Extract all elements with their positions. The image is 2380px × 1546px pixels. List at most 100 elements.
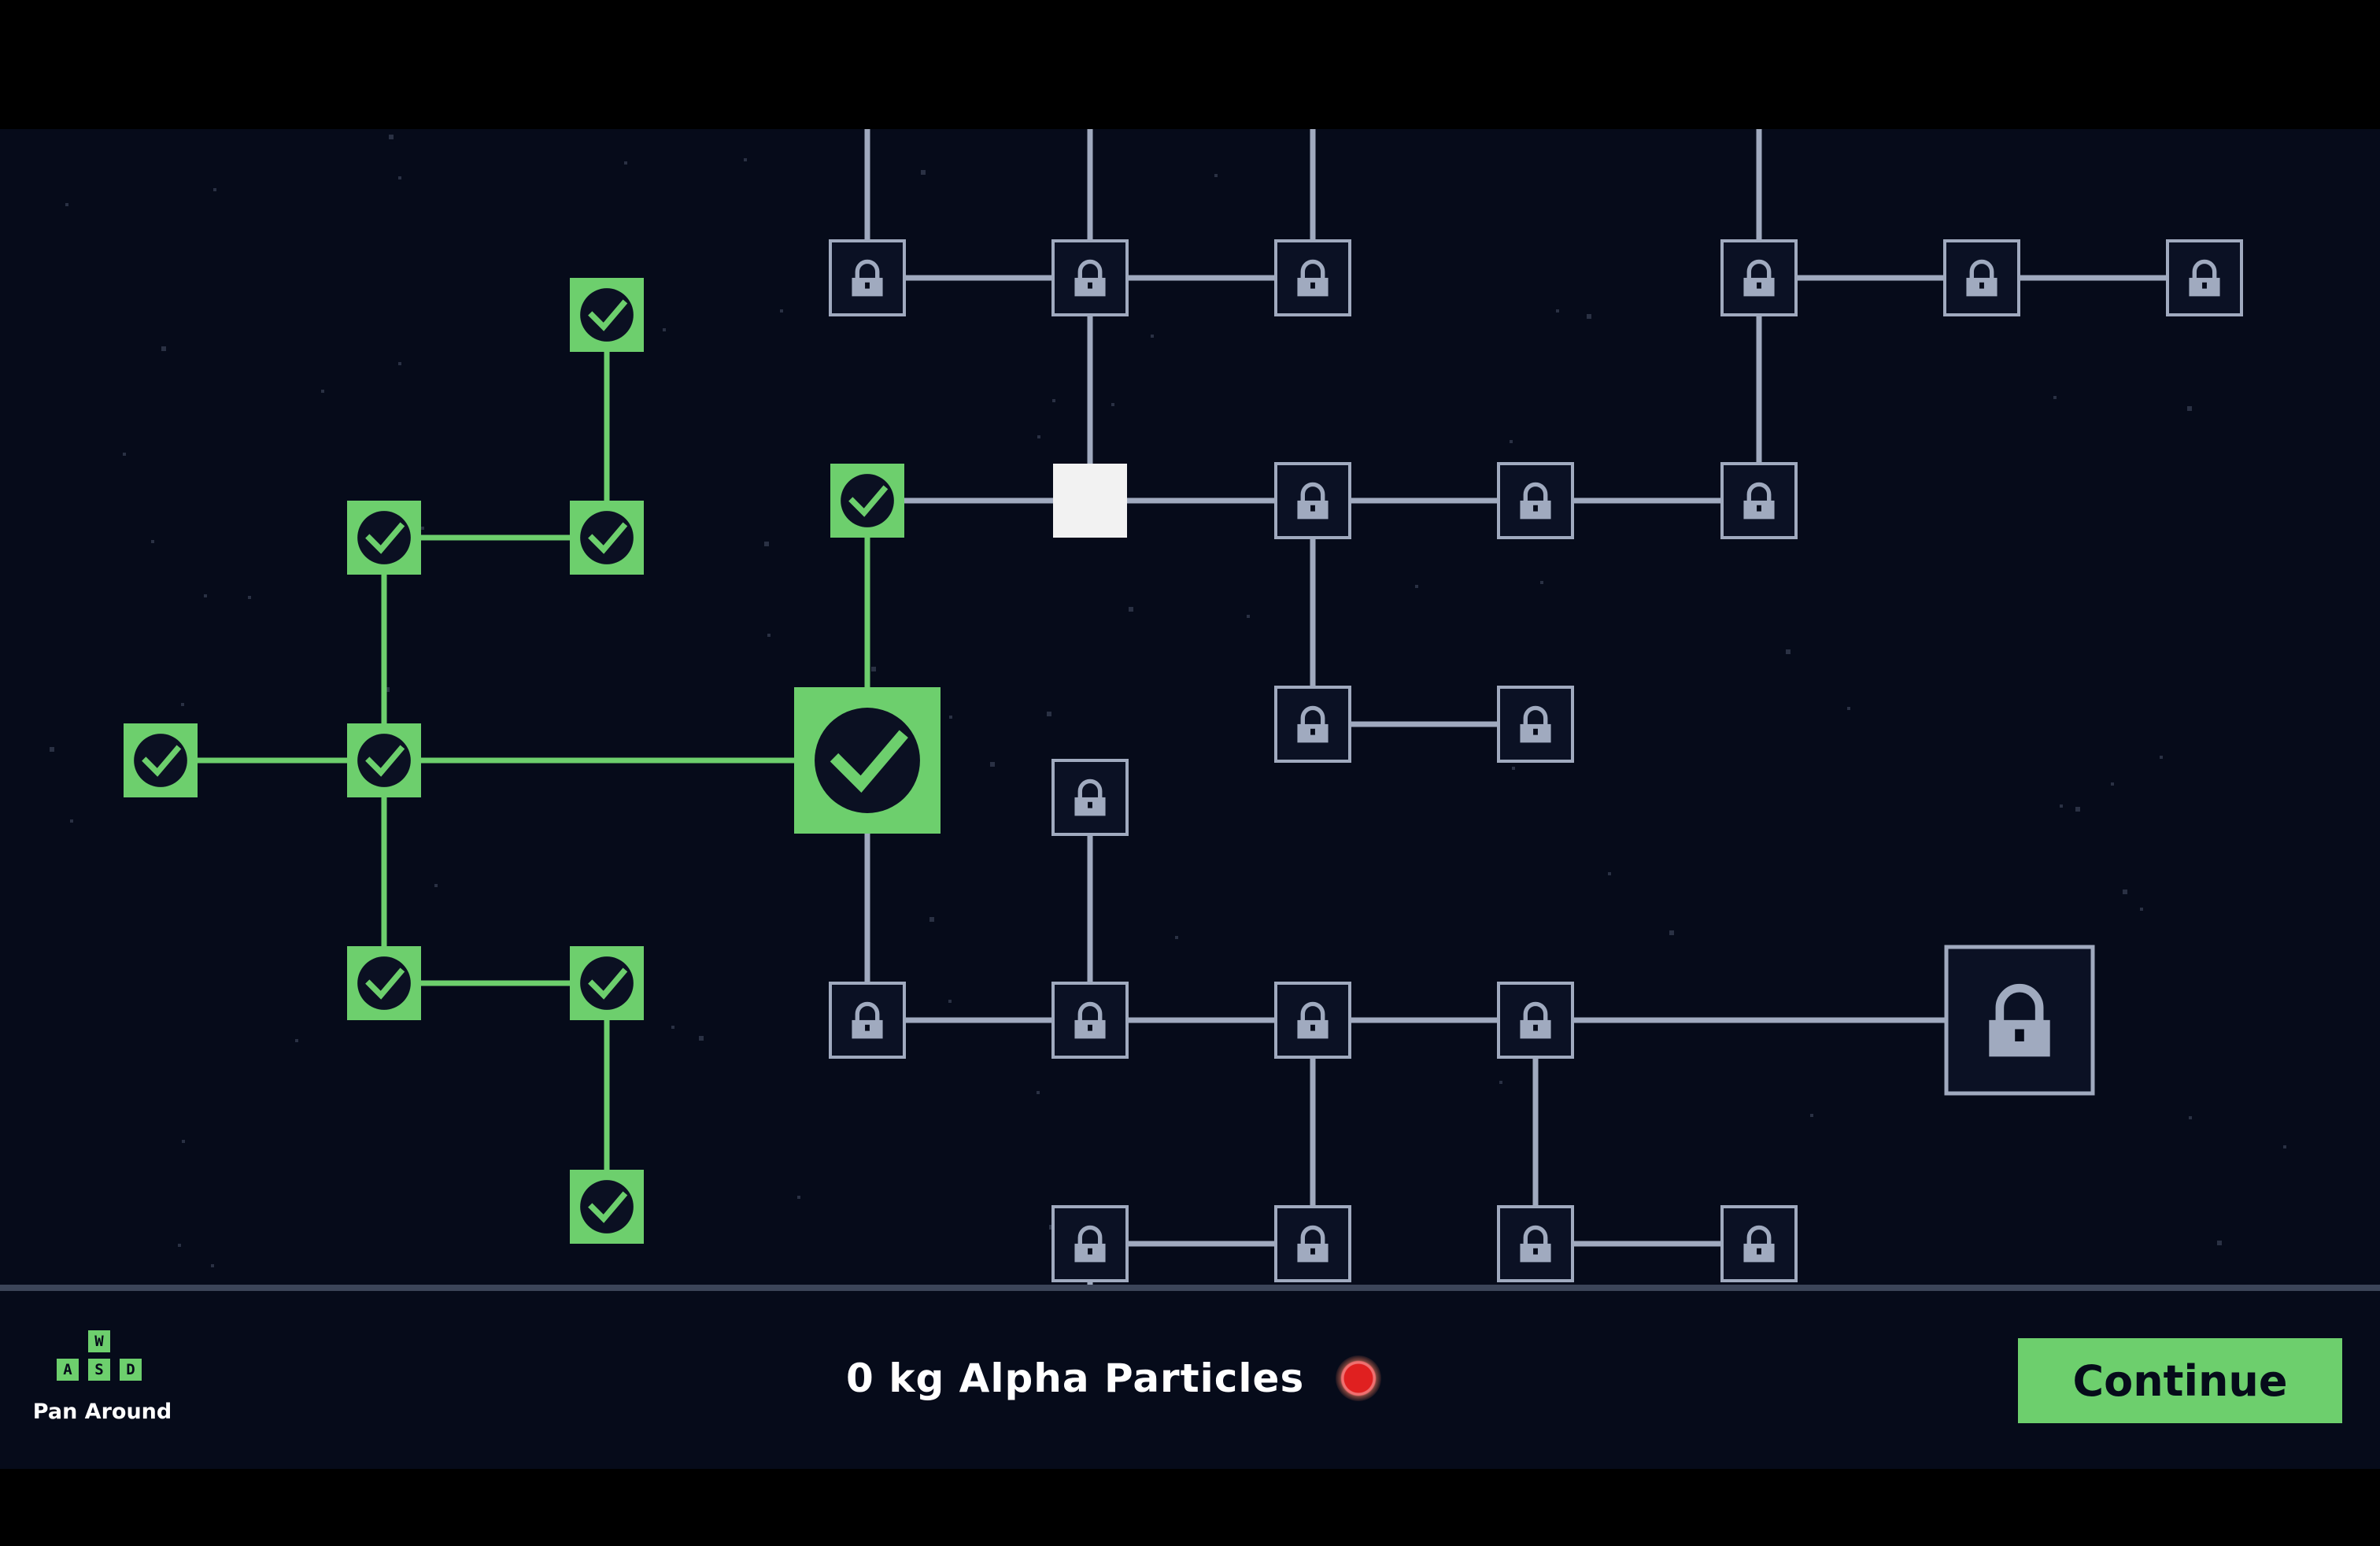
skill-tree-view[interactable] — [0, 129, 2380, 1288]
lock-shackle — [2192, 259, 2217, 279]
letterbox-top — [0, 0, 2380, 129]
skill-node-locked[interactable] — [1497, 1205, 1574, 1282]
lock-keyhole — [1533, 505, 1538, 512]
skill-node-locked[interactable] — [1051, 239, 1129, 316]
star — [2053, 396, 2057, 399]
star — [1540, 581, 1543, 584]
skill-node-locked[interactable] — [1720, 239, 1798, 316]
alpha-particle-icon — [1336, 1356, 1382, 1401]
lock-keyhole — [1979, 282, 1984, 289]
skill-node-locked[interactable] — [1051, 759, 1129, 836]
skill-node-unlocked[interactable] — [570, 501, 644, 575]
skill-node-locked[interactable] — [1720, 462, 1798, 539]
star — [1786, 649, 1791, 654]
skill-node-locked[interactable] — [1274, 462, 1351, 539]
star — [2111, 782, 2114, 786]
lock-shackle — [1300, 1001, 1325, 1021]
star — [767, 634, 771, 637]
star — [2123, 890, 2127, 894]
lock-shackle — [1746, 482, 1772, 501]
check-icon-disc — [815, 708, 920, 813]
star — [161, 346, 166, 351]
bottom-divider — [0, 1285, 2380, 1291]
tree-connections — [161, 129, 2204, 1288]
star — [398, 176, 401, 179]
star — [398, 362, 401, 365]
skill-node-locked[interactable] — [1274, 239, 1351, 316]
star — [1810, 1114, 1813, 1117]
lock-shackle — [1746, 259, 1772, 279]
star — [1499, 1081, 1502, 1084]
lock-shackle — [1300, 1225, 1325, 1245]
skill-node-locked[interactable] — [1497, 686, 1574, 763]
check-icon-disc — [357, 956, 411, 1010]
lock-shackle — [1746, 1225, 1772, 1245]
star — [1510, 440, 1513, 443]
skill-node-unlocked[interactable] — [570, 278, 644, 352]
star — [434, 884, 438, 887]
star — [1037, 435, 1040, 438]
lock-keyhole — [1088, 801, 1092, 808]
lock-keyhole — [1088, 1024, 1092, 1031]
skill-node-selected[interactable] — [1053, 464, 1127, 538]
skill-node-locked[interactable] — [1051, 1205, 1129, 1282]
star — [2140, 908, 2143, 911]
lock-keyhole — [1088, 282, 1092, 289]
star — [1587, 314, 1591, 319]
lock-shackle — [1077, 779, 1103, 798]
skill-node-locked[interactable] — [1274, 1205, 1351, 1282]
skill-node-unlocked[interactable] — [794, 687, 941, 834]
tree-nodes[interactable] — [124, 239, 2243, 1282]
star — [151, 540, 154, 543]
skill-node-unlocked[interactable] — [570, 946, 644, 1020]
skill-node-locked[interactable] — [1497, 982, 1574, 1059]
skill-node-locked[interactable] — [1497, 462, 1574, 539]
check-icon-disc — [357, 511, 411, 564]
skill-node-locked[interactable] — [1274, 686, 1351, 763]
node-frame — [1720, 1205, 1798, 1282]
lock-shackle — [1077, 1225, 1103, 1245]
skill-node-locked[interactable] — [1274, 982, 1351, 1059]
star — [1052, 399, 1055, 402]
star — [65, 203, 68, 206]
lock-keyhole — [1088, 1248, 1092, 1255]
star — [295, 1039, 298, 1042]
star — [1111, 403, 1114, 406]
wasd-hint: W A S D Pan Around — [31, 1330, 173, 1433]
lock-keyhole — [1310, 282, 1315, 289]
check-icon — [142, 745, 182, 777]
skill-node-unlocked[interactable] — [347, 946, 421, 1020]
skill-node-unlocked[interactable] — [570, 1170, 644, 1244]
star — [181, 703, 184, 706]
skill-node-locked[interactable] — [2166, 239, 2243, 316]
star — [1214, 174, 1218, 177]
star — [123, 453, 126, 456]
skill-node-locked[interactable] — [829, 982, 906, 1059]
node-frame — [1497, 982, 1574, 1059]
continue-button[interactable]: Continue — [2018, 1338, 2342, 1423]
letterbox-bottom — [0, 1469, 2380, 1546]
check-icon — [588, 967, 628, 1000]
skill-node-locked[interactable] — [1944, 945, 2095, 1096]
lock-shackle — [1523, 1225, 1548, 1245]
bottom-hud — [0, 1291, 2380, 1469]
skill-tree-canvas[interactable] — [0, 129, 2380, 1288]
check-icon — [588, 522, 628, 554]
skill-node-locked[interactable] — [1943, 239, 2020, 316]
lock-keyhole — [1757, 1248, 1761, 1255]
skill-node-unlocked[interactable] — [830, 464, 904, 538]
star — [699, 1036, 704, 1041]
skill-node-locked[interactable] — [1051, 982, 1129, 1059]
skill-node-locked[interactable] — [1720, 1205, 1798, 1282]
star — [948, 1000, 952, 1003]
skill-node-unlocked[interactable] — [347, 723, 421, 797]
lock-keyhole — [1310, 1024, 1315, 1031]
check-icon — [848, 485, 889, 517]
lock-shackle — [1300, 482, 1325, 501]
star — [2189, 1116, 2192, 1119]
star — [1175, 936, 1178, 939]
star — [182, 1140, 185, 1143]
skill-node-locked[interactable] — [829, 239, 906, 316]
skill-node-unlocked[interactable] — [124, 723, 198, 797]
skill-node-unlocked[interactable] — [347, 501, 421, 575]
